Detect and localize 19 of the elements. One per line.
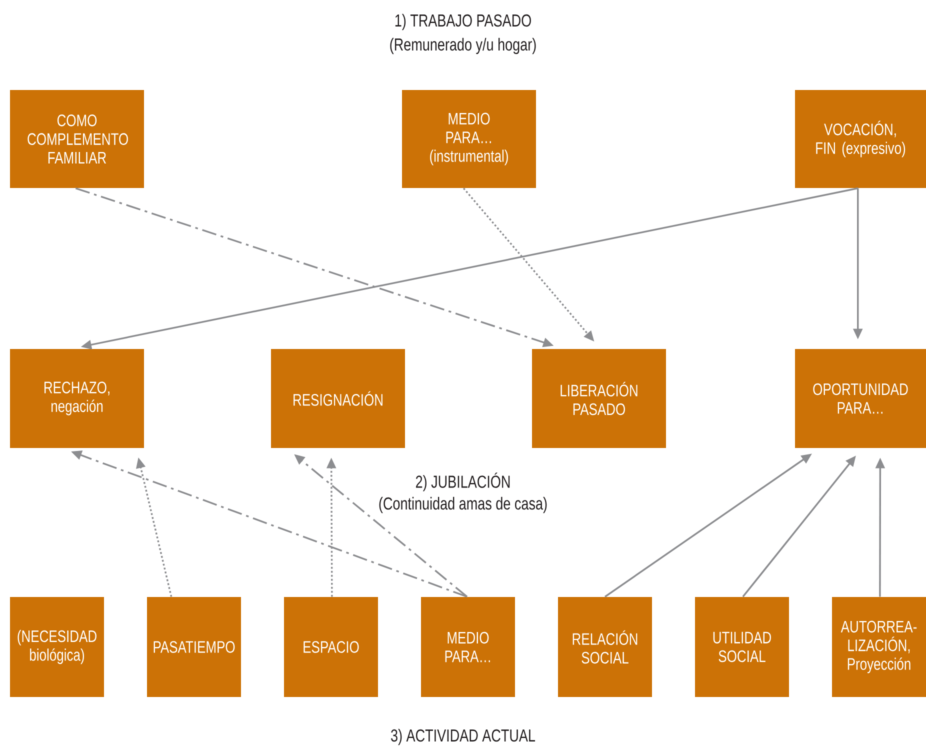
section-heading: 1) TRABAJO PASADO — [395, 14, 531, 30]
section-heading: (Remunerado y/u hogar) — [390, 38, 536, 54]
process-box: ESPACIO — [284, 597, 378, 697]
process-box: OPORTUNIDAD PARA… — [795, 349, 926, 448]
section-heading: 3) ACTIVIDAD ACTUAL — [391, 728, 536, 746]
process-box: RELACIÓN SOCIAL — [558, 597, 652, 697]
process-box: MEDIO PARA… (instrumental) — [402, 90, 536, 188]
section-heading: (Continuidad amas de casa) — [379, 496, 547, 514]
process-box: (NECESIDAD biológica) — [10, 597, 104, 697]
process-box: UTILIDAD SOCIAL — [695, 597, 789, 697]
section-heading: 2) JUBILACIÓN — [416, 472, 510, 492]
process-box: COMO COMPLEMENTO FAMILIAR — [10, 90, 144, 188]
process-box: RESIGNACIÓN — [271, 349, 405, 448]
process-box: PASATIEMPO — [147, 597, 241, 697]
process-box: LIBERACIÓN PASADO — [532, 349, 666, 448]
process-box: VOCACIÓN, FIN (expresivo) — [795, 90, 926, 188]
process-box: AUTORREA- LIZACIÓN, Proyección — [832, 597, 926, 697]
process-box: RECHAZO, negación — [10, 349, 144, 448]
process-box: MEDIO PARA… — [421, 597, 515, 697]
